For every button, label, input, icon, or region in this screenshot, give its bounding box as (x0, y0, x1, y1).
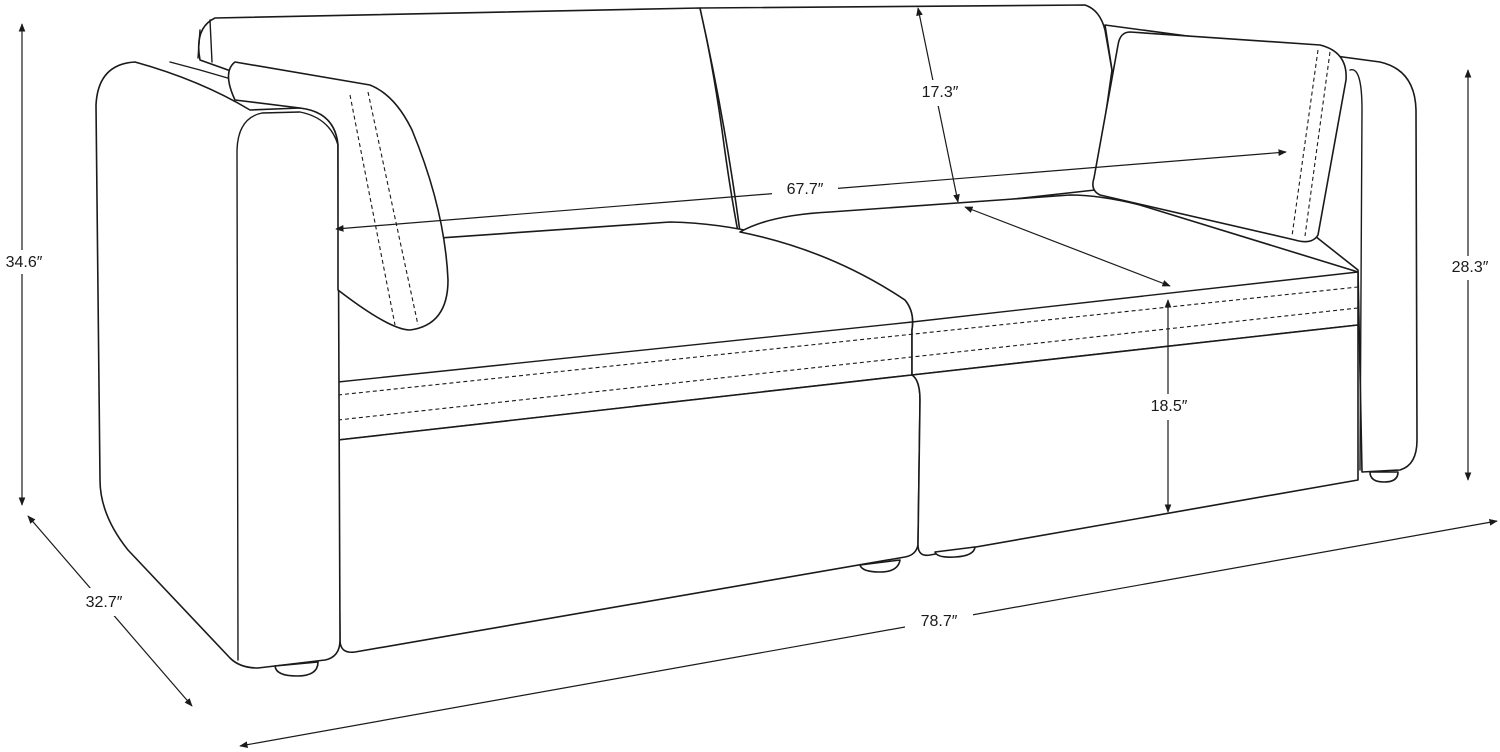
right-arm-front-edge (1349, 69, 1363, 471)
dimension-labels: 34.6″ 28.3″ 32.7″ 78.7″ 67.7″ 17.3″ 18.5… (6, 84, 1489, 630)
label-arm-height: 28.3″ (1452, 259, 1489, 276)
right-arm (1104, 24, 1418, 473)
label-backgrounds (0, 80, 1498, 636)
left-arm-front-edge (236, 111, 339, 661)
label-back-height: 17.3″ (922, 84, 959, 101)
label-depth: 32.7″ (86, 594, 123, 611)
label-overall-height: 34.6″ (6, 254, 43, 271)
label-seat-height: 18.5″ (1151, 398, 1188, 415)
seat-welt-lower (337, 307, 1359, 421)
dim-overall-width-line (239, 519, 1498, 748)
back-seam-left (197, 19, 213, 63)
label-overall-width: 78.7″ (921, 613, 958, 630)
pillow-right-piping (1291, 49, 1331, 237)
label-seat-width: 67.7″ (787, 181, 824, 198)
seat-welt-upper (337, 286, 1359, 396)
dim-seat-depth-line (964, 206, 1171, 287)
sofa-drawing (95, 4, 1418, 677)
right-arm-foot (1369, 471, 1399, 483)
seat-front-top-edge (337, 271, 1359, 383)
left-arm (95, 61, 341, 669)
